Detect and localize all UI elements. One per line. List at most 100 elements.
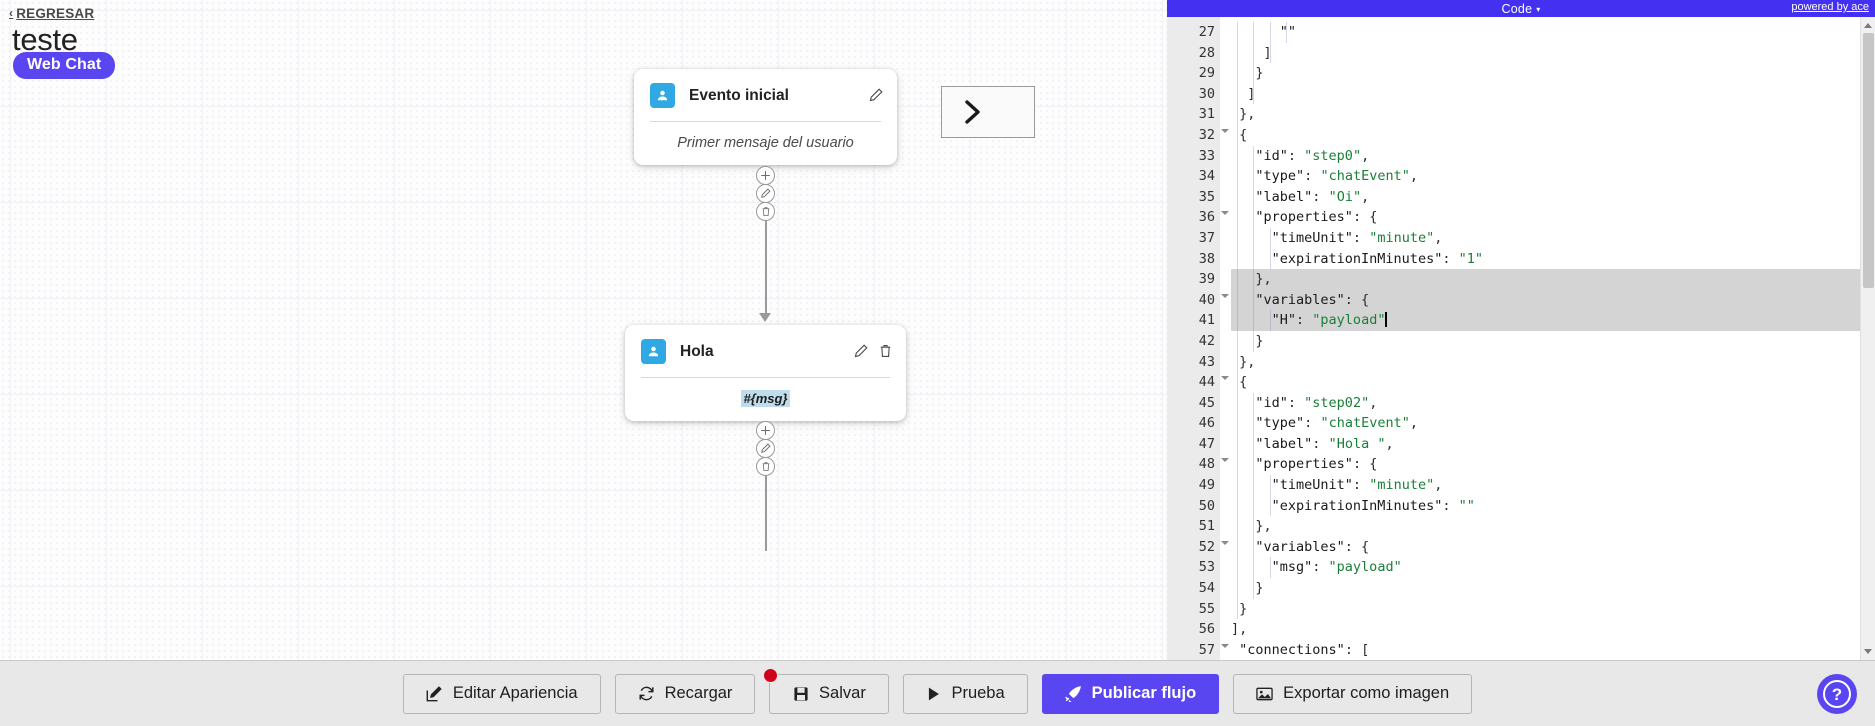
- code-line[interactable]: "timeUnit": "minute",: [1231, 227, 1875, 249]
- line-number[interactable]: 37: [1198, 229, 1215, 246]
- code-line[interactable]: "type": "chatEvent",: [1231, 166, 1875, 187]
- code-line[interactable]: {: [1231, 124, 1875, 146]
- line-number[interactable]: 31: [1198, 106, 1215, 123]
- code-line[interactable]: },: [1231, 351, 1875, 373]
- node-edit-button[interactable]: [869, 88, 883, 102]
- line-number[interactable]: 49: [1198, 477, 1215, 494]
- connector-delete-button-2[interactable]: [756, 457, 775, 476]
- line-number[interactable]: 45: [1198, 394, 1215, 411]
- code-line[interactable]: "variables": {: [1231, 289, 1875, 311]
- connector-add-button[interactable]: [756, 166, 775, 185]
- line-number[interactable]: 41: [1198, 312, 1215, 329]
- code-line[interactable]: "timeUnit": "minute",: [1231, 475, 1875, 496]
- line-number[interactable]: 42: [1198, 332, 1215, 349]
- code-line[interactable]: },: [1231, 516, 1875, 537]
- editor-code-content[interactable]: "" ] } ] }, { "id": "step0", "type": "ch…: [1231, 17, 1875, 660]
- code-line[interactable]: "properties": {: [1231, 207, 1875, 228]
- code-line[interactable]: ]: [1231, 42, 1875, 64]
- line-number[interactable]: 27: [1198, 24, 1215, 40]
- node-delete-button[interactable]: [879, 344, 892, 358]
- line-number[interactable]: 30: [1198, 85, 1215, 102]
- line-number[interactable]: 48: [1167, 454, 1229, 475]
- fold-triangle-icon[interactable]: [1221, 211, 1229, 216]
- line-number[interactable]: 54: [1198, 580, 1215, 597]
- help-button[interactable]: ?: [1817, 674, 1857, 714]
- triangle-down-icon[interactable]: [1864, 649, 1872, 654]
- connector-edit-button-2[interactable]: [756, 439, 775, 458]
- toolbar-button-exportar-como-imagen[interactable]: Exportar como imagen: [1233, 673, 1473, 714]
- line-number[interactable]: 55: [1198, 600, 1215, 617]
- fold-triangle-icon[interactable]: [1221, 540, 1229, 545]
- code-line[interactable]: }: [1231, 63, 1875, 84]
- fold-triangle-icon[interactable]: [1221, 293, 1229, 298]
- line-number[interactable]: 52: [1167, 537, 1229, 558]
- triangle-up-icon[interactable]: [1864, 23, 1872, 28]
- toolbar-button-prueba[interactable]: Prueba: [903, 673, 1028, 714]
- code-line[interactable]: }: [1231, 330, 1875, 352]
- scrollbar-thumb[interactable]: [1863, 33, 1874, 288]
- powered-by-link[interactable]: powered by ace: [1791, 1, 1869, 13]
- line-number[interactable]: 34: [1198, 168, 1215, 185]
- toolbar-button-publicar-flujo[interactable]: Publicar flujo: [1041, 673, 1220, 714]
- editor-scrollbar[interactable]: [1860, 17, 1875, 660]
- code-line[interactable]: "label": "Hola ",: [1231, 433, 1875, 455]
- connector-add-button-2[interactable]: [756, 421, 775, 440]
- fold-triangle-icon[interactable]: [1221, 643, 1229, 648]
- code-line[interactable]: "connections": [: [1239, 641, 1370, 658]
- flow-node-evento-inicial[interactable]: Evento inicial Primer mensaje del usuari…: [634, 69, 897, 165]
- code-line[interactable]: }: [1231, 598, 1875, 620]
- line-number[interactable]: 44: [1167, 372, 1229, 393]
- toolbar-button-editar-apariencia[interactable]: Editar Apariencia: [402, 673, 601, 714]
- code-panel-toggle-button[interactable]: [941, 86, 1035, 138]
- line-number[interactable]: 35: [1198, 188, 1215, 205]
- connector-delete-button[interactable]: [756, 202, 775, 221]
- toolbar-button-salvar[interactable]: Salvar: [763, 667, 890, 714]
- line-number[interactable]: 57: [1167, 640, 1229, 660]
- code-line[interactable]: "variables": {: [1231, 536, 1875, 558]
- line-number[interactable]: 53: [1198, 559, 1215, 576]
- code-line[interactable]: "expirationInMinutes": "": [1231, 495, 1875, 517]
- line-number[interactable]: 33: [1198, 147, 1215, 164]
- toolbar-button-recargar[interactable]: Recargar: [614, 673, 756, 714]
- code-line[interactable]: {: [1231, 372, 1875, 393]
- connector-edit-button[interactable]: [756, 184, 775, 203]
- line-number[interactable]: 38: [1198, 250, 1215, 267]
- plus-icon: [761, 426, 770, 435]
- line-number[interactable]: 32: [1167, 125, 1229, 146]
- code-line[interactable]: "H": "payload": [1231, 310, 1875, 331]
- line-number[interactable]: 43: [1198, 353, 1215, 370]
- line-number[interactable]: 28: [1198, 44, 1215, 61]
- line-number[interactable]: 51: [1198, 518, 1215, 535]
- code-line[interactable]: ]: [1231, 83, 1875, 105]
- code-line[interactable]: }: [1231, 578, 1875, 599]
- code-line[interactable]: "msg": "payload": [1231, 557, 1875, 579]
- code-line[interactable]: },: [1231, 269, 1875, 290]
- indent-guide: [1253, 475, 1255, 496]
- line-number[interactable]: 56: [1198, 621, 1215, 638]
- code-line[interactable]: },: [1231, 104, 1875, 125]
- fold-triangle-icon[interactable]: [1221, 458, 1229, 463]
- line-number[interactable]: 29: [1198, 65, 1215, 82]
- line-number[interactable]: 40: [1167, 290, 1229, 311]
- code-line[interactable]: "properties": {: [1231, 454, 1875, 476]
- code-line[interactable]: "": [1231, 22, 1875, 43]
- fold-triangle-icon[interactable]: [1221, 128, 1229, 133]
- line-number[interactable]: 39: [1198, 271, 1215, 288]
- code-line[interactable]: "type": "chatEvent",: [1231, 413, 1875, 434]
- indent-guide: [1237, 475, 1238, 496]
- code-line[interactable]: "id": "step0",: [1231, 145, 1875, 167]
- fold-triangle-icon[interactable]: [1221, 376, 1229, 381]
- flow-node-hola[interactable]: Hola #{msg}: [625, 325, 906, 421]
- code-line[interactable]: ],: [1231, 621, 1248, 638]
- code-line[interactable]: "expirationInMinutes": "1": [1231, 248, 1875, 270]
- back-link[interactable]: ‹ REGRESAR: [9, 6, 94, 21]
- line-number[interactable]: 36: [1167, 207, 1229, 228]
- code-line[interactable]: "id": "step02",: [1231, 392, 1875, 414]
- code-line[interactable]: "label": "Oi",: [1231, 186, 1875, 208]
- line-number[interactable]: 46: [1198, 415, 1215, 432]
- code-panel-title-dropdown[interactable]: Code ▾: [1502, 2, 1541, 16]
- node-edit-button[interactable]: [854, 344, 868, 358]
- line-number[interactable]: 47: [1198, 435, 1215, 452]
- line-number[interactable]: 50: [1198, 497, 1215, 514]
